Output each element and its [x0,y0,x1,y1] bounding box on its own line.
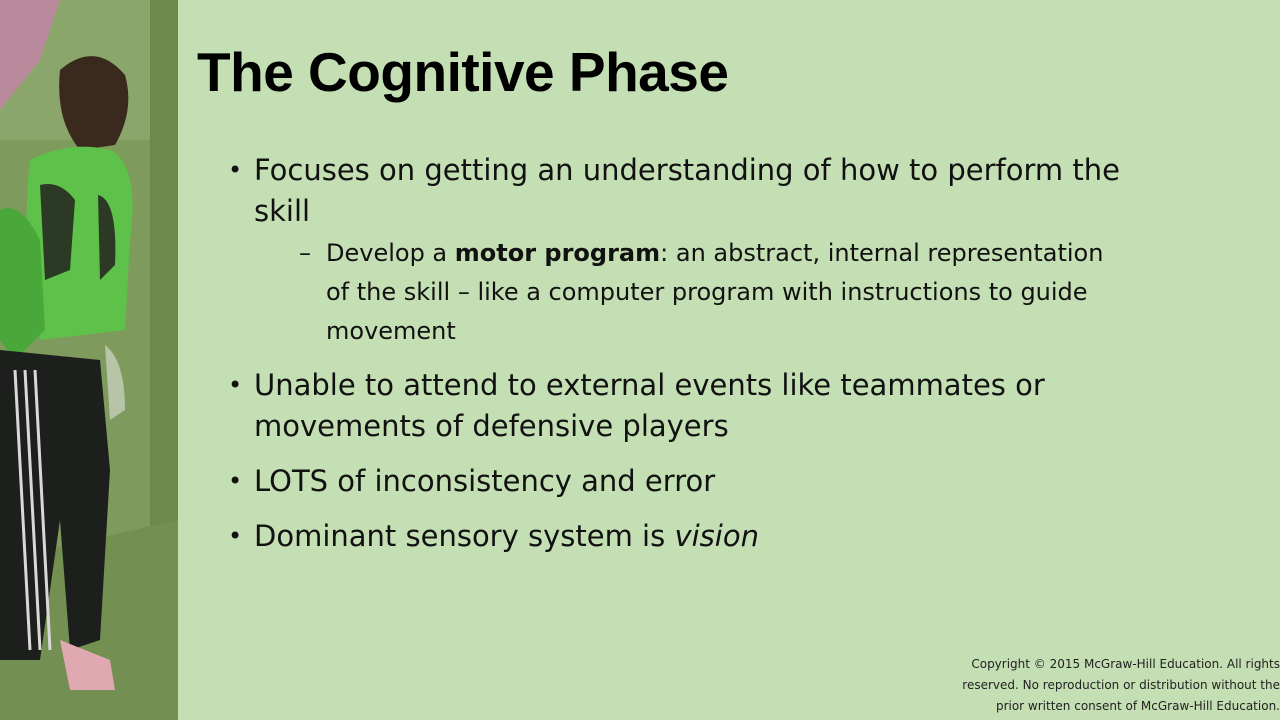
bullet-emphasis: vision [674,519,759,553]
bullet-item: • Unable to attend to external events li… [228,365,1128,447]
bullet-item: • Dominant sensory system is vision [228,516,1128,557]
dash-marker: – [299,239,311,267]
athlete-illustration [0,0,178,720]
sub-bullet-lead: Develop a [326,239,455,267]
bullet-text: Dominant sensory system is [254,519,675,553]
bullet-item: • LOTS of inconsistency and error [228,461,1128,502]
bullet-text: Unable to attend to external events like… [254,368,1045,443]
copyright-notice: Copyright © 2015 McGraw-Hill Education. … [920,654,1280,717]
sub-bullet-term: motor program [454,239,661,267]
bullet-text: Focuses on getting an understanding of h… [254,153,1120,228]
bullet-marker: • [228,467,243,495]
copyright-line: prior written consent of McGraw-Hill Edu… [995,699,1280,713]
copyright-line: reserved. No reproduction or distributio… [962,678,1280,692]
bullet-marker: • [228,371,243,399]
bullet-text: LOTS of inconsistency and error [254,464,716,498]
slide-title: The Cognitive Phase [197,41,729,103]
bullet-marker: • [228,156,243,184]
bullet-marker: • [228,522,243,550]
bullet-list: • Focuses on getting an understanding of… [228,150,1128,571]
sub-bullet-item: – Develop a motor program: an abstract, … [254,234,1128,351]
sub-bullet-definition: : an abstract, internal representation o… [326,239,1104,345]
copyright-line: Copyright © 2015 McGraw-Hill Education. … [971,657,1280,671]
bullet-item: • Focuses on getting an understanding of… [228,150,1128,351]
